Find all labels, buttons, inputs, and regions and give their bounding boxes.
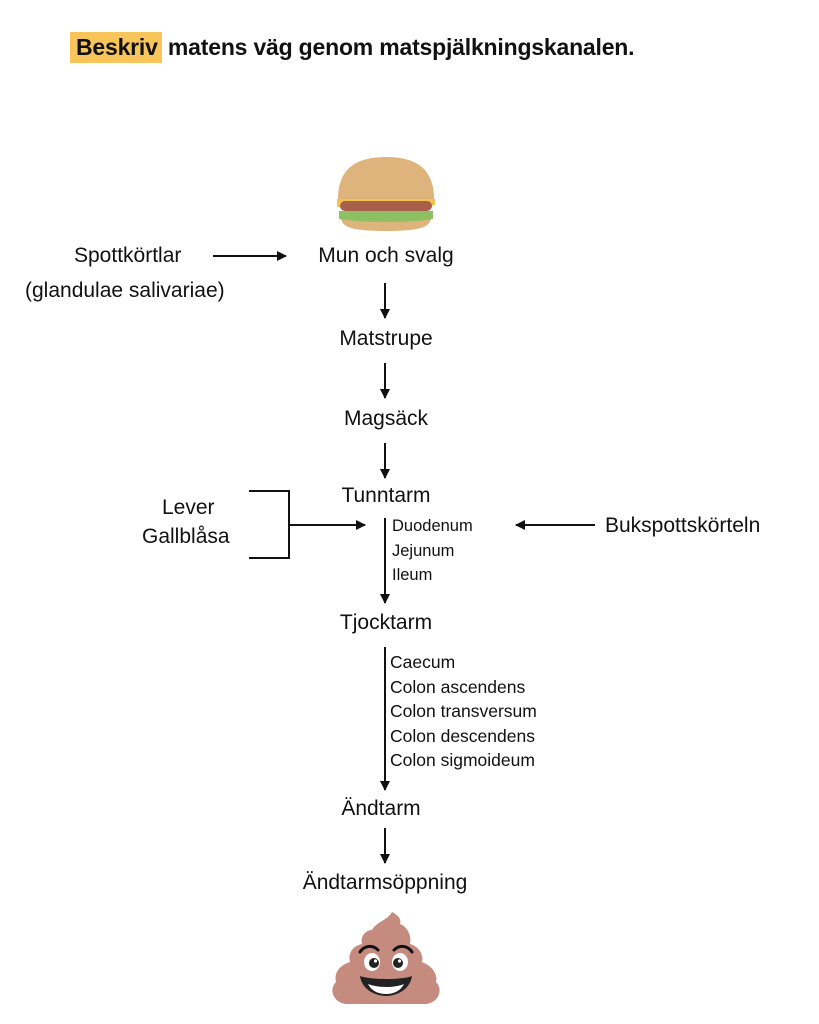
label-salivary-glands-latin: (glandulae salivariae) [25,279,225,302]
node-mouth: Mun och svalg [318,244,454,267]
node-rectum: Ändtarm [341,797,421,820]
node-stomach: Magsäck [343,407,429,430]
label-salivary-glands: Spottkörtlar [74,244,182,267]
part-duodenum: Duodenum [392,517,473,535]
liver-gallbladder-bracket [249,490,290,559]
page-title: Beskriv matens väg genom matspjälkningsk… [70,32,635,63]
node-large-intestine: Tjocktarm [339,611,433,634]
node-esophagus: Matstrupe [339,327,433,350]
label-liver: Lever [162,496,215,519]
title-text: matens väg genom matspjälkningskanalen. [167,34,635,60]
small-intestine-parts: Duodenum Jejunum Ileum [392,514,473,588]
title-highlight: Beskriv [70,32,162,63]
label-gallbladder: Gallblåsa [142,525,230,548]
part-ileum: Ileum [392,566,433,584]
part-jejunum: Jejunum [392,541,455,560]
part-colon-transversum: Colon transversum [390,701,537,721]
part-caecum: Caecum [390,652,456,672]
part-colon-descendens: Colon descendens [390,725,535,746]
poop-emoji-icon [332,912,440,1004]
part-colon-sigmoideum: Colon sigmoideum [390,750,535,770]
part-colon-ascendens: Colon ascendens [390,676,526,697]
hamburger-icon [337,157,435,231]
node-small-intestine: Tunntarm [341,484,431,507]
label-pancreas: Bukspottskörteln [605,514,761,537]
large-intestine-parts: Caecum Colon ascendens Colon transversum… [390,650,537,773]
node-anus: Ändtarmsöppning [302,871,468,894]
